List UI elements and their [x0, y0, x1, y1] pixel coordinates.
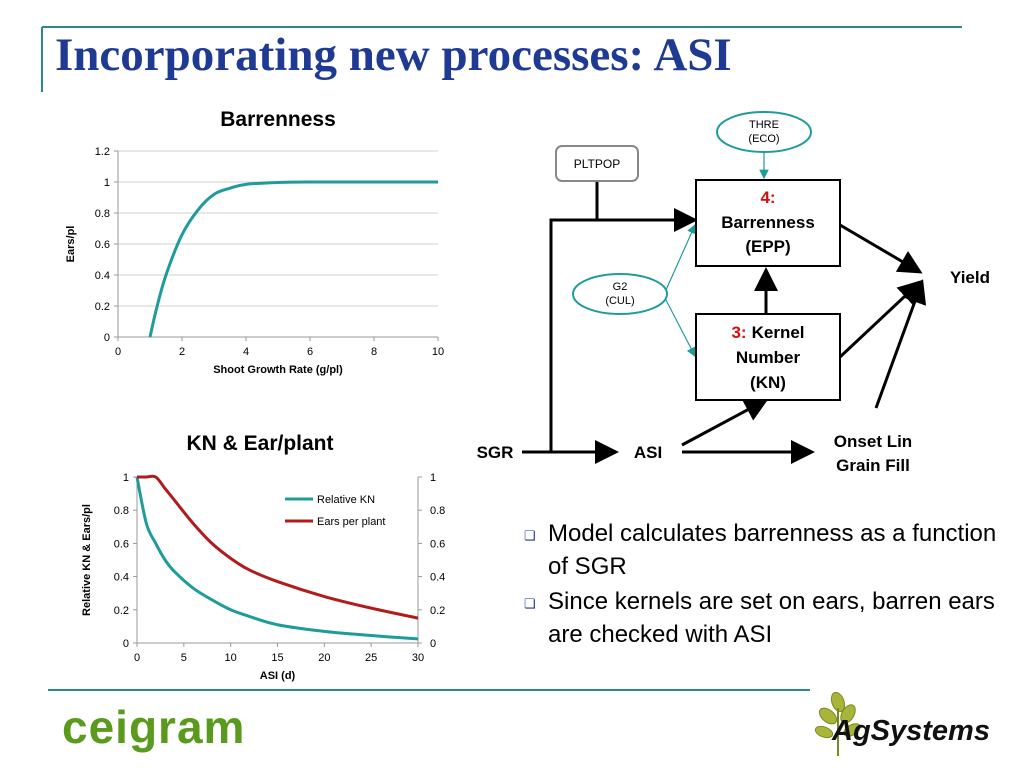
asi-label: ASI	[634, 443, 662, 462]
x-tick-label: 30	[412, 652, 424, 664]
x-tick-label: 10	[432, 346, 444, 358]
ceigram-logo: ceigram	[62, 701, 246, 753]
g2-to-barrenness-arrow	[665, 223, 696, 291]
y2-tick-label: 0.4	[430, 572, 445, 584]
onset-to-yield-arrow	[874, 279, 927, 409]
wheat-icon	[814, 691, 861, 756]
x-tick-label: 5	[181, 652, 187, 664]
g2-to-kernel-arrow	[665, 299, 696, 358]
asi-to-kernel-arrow	[681, 398, 769, 447]
x-tick-label: 8	[371, 346, 377, 358]
series-line-relative-kn	[135, 476, 419, 641]
barrenness-node	[695, 179, 841, 267]
legend-label: Relative KN	[317, 494, 375, 506]
y2-tick-label: 0.2	[430, 605, 445, 617]
barrenness-label-1: Barrenness	[721, 213, 815, 232]
x-tick-label: 0	[134, 652, 140, 664]
onset-label-2: Grain Fill	[836, 456, 910, 475]
g2-label-1: G2	[613, 281, 628, 293]
bullet-square-icon: ❏	[524, 528, 536, 543]
x-tick-label: 15	[271, 652, 283, 664]
kernel-number-label-2: Number	[736, 348, 801, 367]
x-tick-label: 10	[225, 652, 237, 664]
y-axis-label: Ears/pl	[65, 226, 77, 263]
y-tick-label: 0.2	[95, 301, 110, 313]
x-tick-label: 20	[318, 652, 330, 664]
bullet-list: ❏ Model calculates barrenness as a funct…	[524, 517, 1004, 653]
sgr-label: SGR	[477, 443, 514, 462]
barrenness-to-yield-arrow	[839, 223, 923, 274]
y-tick-label: 0	[104, 332, 110, 344]
bullet-item: ❏ Since kernels are set on ears, barren …	[524, 585, 1004, 651]
y-tick-label: 1	[104, 177, 110, 189]
slide-title: Incorporating new processes: ASI	[55, 29, 732, 81]
flow-diagram: THRE (ECO) PLTPOP 4: Barrenness (EPP) G2…	[477, 111, 990, 475]
bullet-text: Since kernels are set on ears, barren ea…	[548, 588, 995, 648]
g2-node	[572, 273, 668, 315]
agsystems-logo: AgSystems	[832, 715, 990, 747]
pltpop-label: PLTPOP	[574, 157, 620, 171]
y2-tick-label: 0.6	[430, 538, 445, 550]
y2-tick-label: 0.8	[430, 505, 445, 517]
y-tick-label: 1	[123, 472, 129, 484]
onset-label-1: Onset Lin	[834, 432, 912, 451]
y-tick-label: 0.4	[95, 270, 110, 282]
series-line-ears-per-plant	[137, 474, 419, 620]
x-tick-label: 4	[243, 346, 249, 358]
y-tick-label: 0.8	[95, 208, 110, 220]
y-tick-label: 0.4	[114, 572, 129, 584]
legend-label: Ears per plant	[317, 516, 385, 528]
kernel-number-node	[695, 313, 841, 401]
kernel-number-num: 3:	[731, 323, 746, 342]
pltpop-node	[555, 145, 639, 182]
y-tick-label: 0.2	[114, 605, 129, 617]
series-line	[148, 180, 438, 338]
kernel-number-heading: 3: Kernel	[731, 323, 804, 342]
y2-tick-label: 0	[430, 638, 436, 650]
kernel-number-label-3: (KN)	[750, 373, 786, 392]
x-tick-label: 6	[307, 346, 313, 358]
thre-node	[716, 111, 812, 153]
y-tick-label: 0.6	[95, 239, 110, 251]
x-tick-label: 0	[115, 346, 121, 358]
yield-label: Yield	[950, 268, 990, 287]
g2-label-2: (CUL)	[605, 295, 634, 307]
x-axis-label: ASI (d)	[260, 670, 296, 682]
bullet-text: Model calculates barrenness as a functio…	[548, 520, 997, 580]
y2-tick-label: 1	[430, 472, 436, 484]
x-tick-label: 2	[179, 346, 185, 358]
sgr-to-barrenness-line	[549, 218, 597, 452]
y-tick-label: 0.8	[114, 505, 129, 517]
barrenness-number: 4:	[760, 188, 775, 207]
thre-label-1: THRE	[749, 119, 779, 131]
barrenness-label-2: (EPP)	[745, 237, 790, 256]
kernel-number-label-1: Kernel	[752, 323, 805, 342]
bullet-item: ❏ Model calculates barrenness as a funct…	[524, 517, 1004, 583]
x-tick-label: 25	[365, 652, 377, 664]
x-axis-label: Shoot Growth Rate (g/pl)	[213, 364, 343, 376]
kn-chart-title: KN & Ear/plant	[186, 432, 334, 455]
barrenness-chart-title: Barrenness	[220, 108, 336, 131]
bullet-square-icon: ❏	[524, 596, 536, 611]
y-tick-label: 0.6	[114, 538, 129, 550]
pltpop-to-barrenness-line	[595, 181, 698, 232]
thre-label-2: (ECO)	[748, 133, 779, 145]
y-tick-label: 0	[123, 638, 129, 650]
y-axis-label: Relative KN & Ears/pl	[81, 504, 93, 616]
y-tick-label: 1.2	[95, 146, 110, 158]
